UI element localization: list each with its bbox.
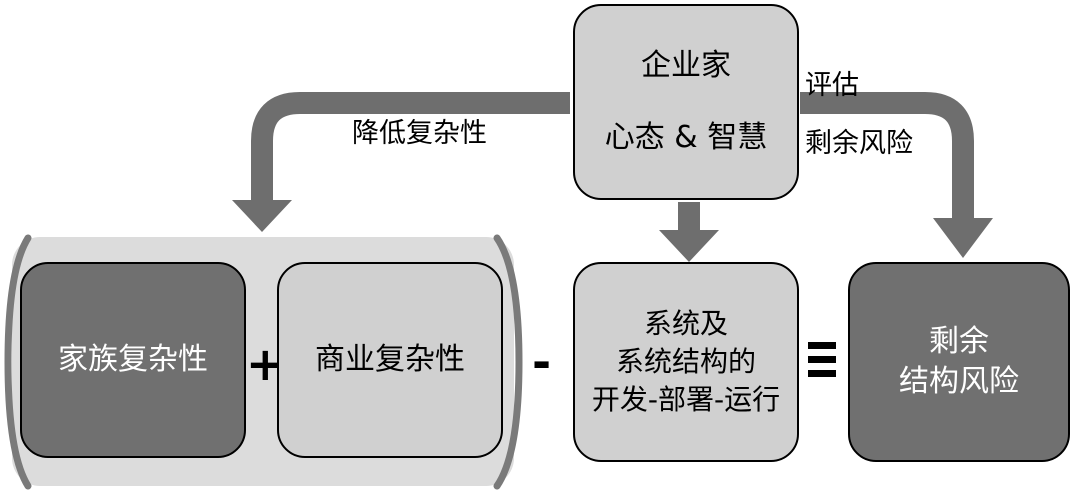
business-complexity-box: 商业复杂性 <box>277 262 503 458</box>
down-arrow-head <box>659 230 719 262</box>
system-box: 系统及 系统结构的 开发-部署-运行 <box>573 262 799 462</box>
minus-operator: - <box>532 335 552 389</box>
left-bracket <box>4 234 32 490</box>
residual-risk-box: 剩余 结构风险 <box>848 262 1070 462</box>
system-box-label: 系统及 系统结构的 开发-部署-运行 <box>591 307 781 416</box>
left-curved-arrow <box>251 92 570 200</box>
residual-risk-label: 剩余 结构风险 <box>899 324 1019 399</box>
down-arrow-shaft <box>678 202 700 232</box>
entrepreneur-title: 企业家 <box>641 48 731 83</box>
entrepreneur-box: 企业家 心态 & 智慧 <box>573 4 799 200</box>
right-arrow-label: 评估 剩余风险 <box>805 70 913 159</box>
left-arrow-head <box>232 200 292 232</box>
family-complexity-box: 家族复杂性 <box>20 262 246 458</box>
entrepreneur-box-text: 企业家 心态 & 智慧 <box>605 12 767 192</box>
business-complexity-label: 商业复杂性 <box>315 342 465 377</box>
right-arrow-head <box>933 218 993 258</box>
entrepreneur-subtitle: 心态 & 智慧 <box>604 120 768 155</box>
family-complexity-label: 家族复杂性 <box>58 342 208 377</box>
right-bracket <box>493 234 523 490</box>
equals-operator <box>808 338 838 384</box>
right-curved-arrow <box>800 92 974 218</box>
left-arrow-label: 降低复杂性 <box>352 118 487 149</box>
